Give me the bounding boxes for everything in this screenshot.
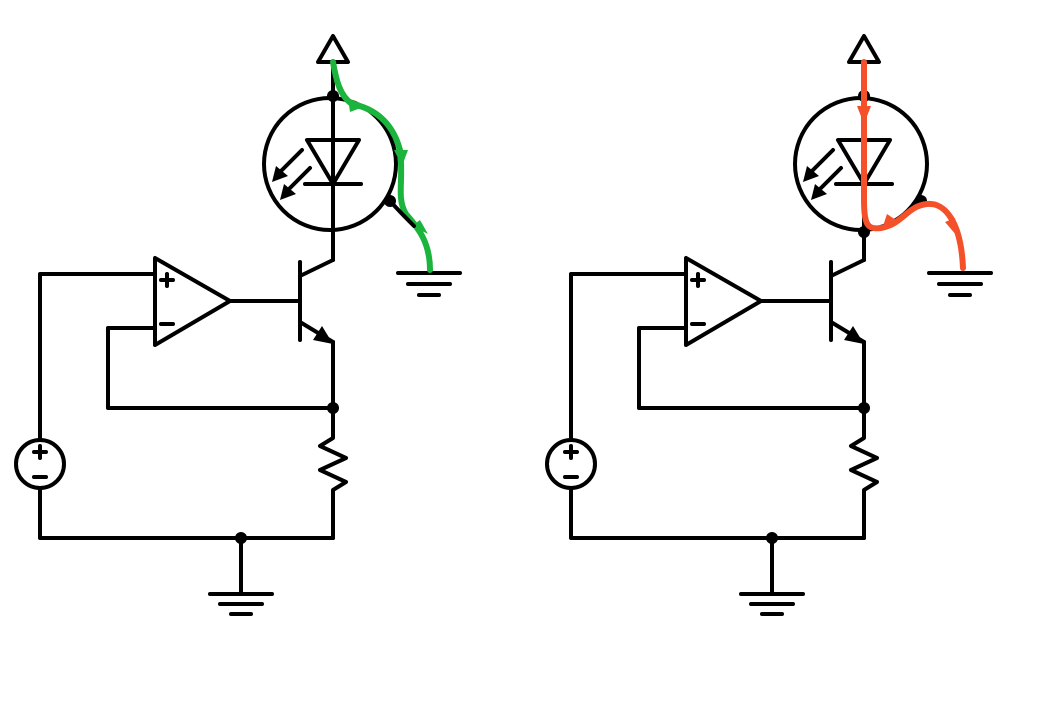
- circuit-right: [545, 34, 993, 616]
- current-arrow-left-1: [348, 98, 366, 112]
- circuit-left: [14, 34, 462, 616]
- current-arrow-left-2: [394, 150, 408, 166]
- current-arrow-right-1: [857, 106, 871, 124]
- current-path-right: [861, 59, 966, 271]
- current-arrow-right-3: [945, 218, 957, 236]
- current-path-left: [330, 59, 433, 273]
- current-arrow-right-2: [883, 214, 899, 226]
- panel-right: [545, 34, 993, 616]
- node-right-anode: [858, 226, 870, 238]
- current-arrow-left-3: [412, 220, 428, 234]
- panel-left: [14, 34, 462, 616]
